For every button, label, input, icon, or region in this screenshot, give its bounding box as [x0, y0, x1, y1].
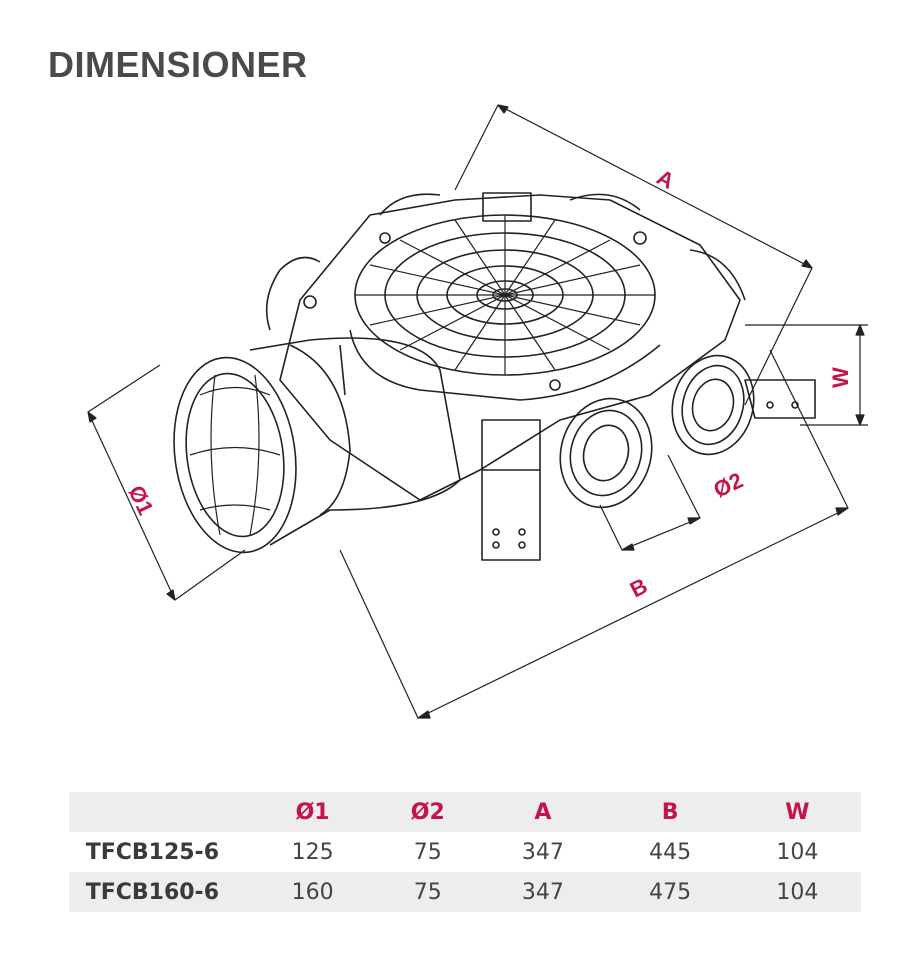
small-port-2: [671, 354, 755, 456]
technical-drawing: A B W Ø1 Ø2: [87, 104, 868, 719]
dimension-table: Ø1 Ø2 A B W TFCB125-6 125 75 347 445 104…: [69, 792, 861, 912]
table-header-cell: W: [785, 799, 810, 825]
table-header-cell: Ø2: [410, 799, 445, 825]
model-name: TFCB160-6: [85, 879, 219, 905]
table-cell: 75: [413, 879, 442, 905]
dim-label-w: W: [828, 367, 853, 388]
mounting-bracket-right: [744, 379, 816, 419]
table-cell: 75: [413, 839, 442, 865]
model-name: TFCB125-6: [85, 839, 219, 865]
small-port-1: [559, 397, 653, 509]
table-cell: 347: [521, 839, 564, 865]
table-header-row: Ø1 Ø2 A B W: [69, 792, 861, 832]
large-port: [173, 337, 461, 554]
table-cell: 160: [291, 879, 334, 905]
table-row: TFCB125-6 125 75 347 445 104: [69, 832, 861, 872]
table-cell: 104: [776, 879, 819, 905]
table-cell: 104: [776, 839, 819, 865]
table-header-cell: [69, 792, 249, 832]
dim-label-d2: Ø2: [710, 467, 747, 502]
mounting-bracket-top: [482, 192, 532, 222]
table-header-cell: Ø1: [295, 799, 330, 825]
table-header-cell: B: [661, 799, 679, 825]
table-cell: 125: [291, 839, 334, 865]
table-cell: 347: [521, 879, 564, 905]
mounting-bracket-front: [481, 419, 541, 561]
table-cell: 445: [649, 839, 692, 865]
table-cell: 475: [649, 879, 692, 905]
page-title: DIMENSIONER: [48, 44, 308, 85]
dim-label-d1: Ø1: [123, 482, 158, 519]
dim-label-a: A: [653, 164, 679, 194]
table-row: TFCB160-6 160 75 347 475 104: [69, 872, 861, 912]
dim-label-b: B: [626, 573, 652, 602]
table-header-cell: A: [534, 799, 552, 825]
